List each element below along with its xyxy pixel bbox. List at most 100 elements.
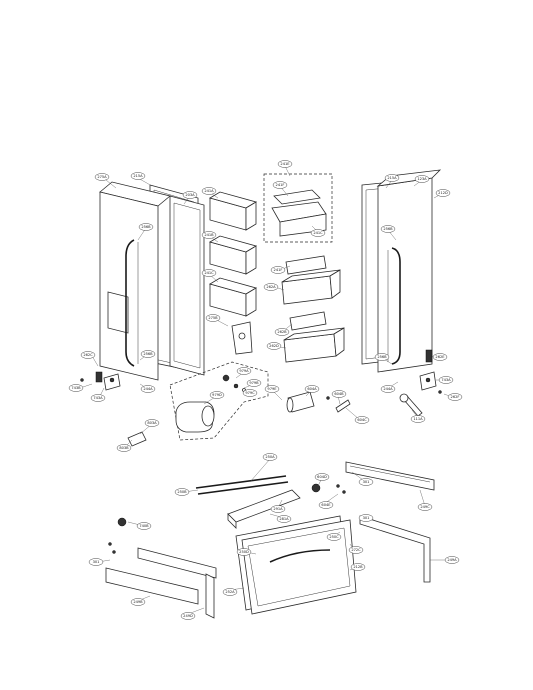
callout: 244A xyxy=(380,385,396,393)
callout: 241F xyxy=(270,266,286,274)
svg-text:215A: 215A xyxy=(133,174,143,178)
callout: 979B xyxy=(246,379,262,387)
callout: 604A xyxy=(304,385,320,393)
drawer-top-rail xyxy=(195,475,287,489)
svg-text:262C: 262C xyxy=(83,353,93,357)
callout: 803A xyxy=(144,419,160,427)
left-door-assembly xyxy=(95,181,205,391)
left-door-panel xyxy=(99,191,159,381)
svg-text:249C: 249C xyxy=(420,505,430,509)
svg-text:250A: 250A xyxy=(265,455,275,459)
callout: 241C xyxy=(201,269,217,277)
callout: 250B xyxy=(174,488,190,496)
callout: 256B xyxy=(380,225,396,233)
left-knob xyxy=(117,517,127,527)
svg-text:743A: 743A xyxy=(93,396,103,400)
svg-text:256B: 256B xyxy=(383,227,393,231)
svg-text:249A: 249A xyxy=(447,558,457,562)
svg-text:275A: 275A xyxy=(97,175,107,179)
svg-text:803B: 803B xyxy=(119,446,129,450)
filter-screw xyxy=(326,396,330,400)
callout: 262A xyxy=(263,283,279,291)
svg-text:256B: 256B xyxy=(377,355,387,359)
filter-small-part xyxy=(335,399,351,413)
callout: 249D xyxy=(180,612,196,620)
callout: 212B xyxy=(350,563,366,571)
svg-text:262A: 262A xyxy=(266,285,276,289)
left-door-liner-edge xyxy=(173,202,201,369)
svg-text:256B: 256B xyxy=(141,225,151,229)
callout: 272C xyxy=(348,546,364,554)
right-bins xyxy=(281,255,345,363)
svg-text:215A: 215A xyxy=(387,176,397,180)
callout: 241E xyxy=(277,160,293,168)
callout: 252A xyxy=(222,588,238,596)
right-door-panel xyxy=(377,177,433,373)
svg-text:244A: 244A xyxy=(143,387,153,391)
lower-screw-2 xyxy=(112,550,116,554)
door-bin-3-side xyxy=(245,287,257,317)
callout-bubbles: 275A 215A 203A 256B 256B 244A 262C 743B … xyxy=(68,160,463,620)
svg-text:203A: 203A xyxy=(185,193,195,197)
callout: 803B xyxy=(116,444,132,452)
callout: 740B xyxy=(136,522,152,530)
door-bin-1-side xyxy=(245,201,257,231)
callout: 743A xyxy=(90,394,106,402)
svg-text:241B: 241B xyxy=(204,233,214,237)
right-bin-1-top xyxy=(285,255,327,275)
svg-text:262B: 262B xyxy=(277,330,287,334)
callout: 281A xyxy=(276,515,292,523)
left-hinge-pin xyxy=(109,377,115,383)
hinge-wrench-head xyxy=(399,393,409,403)
callout: 301 xyxy=(358,478,374,486)
callout: 256B xyxy=(374,353,390,361)
svg-text:743A: 743A xyxy=(441,378,451,382)
right-slide-rail xyxy=(345,461,435,491)
callout: 979A xyxy=(236,367,252,375)
callout: 244A xyxy=(140,385,156,393)
right-door-assembly xyxy=(361,169,442,417)
svg-text:604A: 604A xyxy=(307,387,317,391)
svg-text:740B: 740B xyxy=(139,524,149,528)
callout: 215A xyxy=(384,174,400,182)
right-bin-2-side xyxy=(329,269,341,299)
door-bins-stack xyxy=(208,191,258,355)
callout: 743A xyxy=(438,376,454,384)
svg-text:281A: 281A xyxy=(279,517,289,521)
left-door-liner xyxy=(169,195,205,376)
svg-text:241C: 241C xyxy=(204,271,214,275)
left-lower-small-parts xyxy=(80,378,147,447)
svg-text:979C: 979C xyxy=(245,391,255,395)
svg-text:604D: 604D xyxy=(317,475,327,479)
svg-text:275B: 275B xyxy=(208,316,218,320)
dispenser-motor-cap xyxy=(201,405,215,427)
svg-text:979D: 979D xyxy=(212,393,222,397)
dairy-bin-lid xyxy=(273,189,321,205)
left-lower-rail xyxy=(105,567,199,605)
upper-screw-1 xyxy=(336,484,340,488)
right-hinge-pin xyxy=(425,377,431,383)
callout: 979E xyxy=(264,385,280,393)
svg-text:262F: 262F xyxy=(451,395,460,399)
callout: 301 xyxy=(358,514,374,522)
callout: 249C xyxy=(417,503,433,511)
dispenser-dashed-outline xyxy=(169,361,269,441)
upper-screw-2 xyxy=(342,490,346,494)
svg-text:604B: 604B xyxy=(334,392,344,396)
dispenser-gear xyxy=(222,374,230,382)
callout: 249B xyxy=(130,598,146,606)
callout: 241C xyxy=(310,229,326,237)
svg-text:256B: 256B xyxy=(143,352,153,356)
svg-text:604C: 604C xyxy=(357,418,367,422)
drawer-trim-end xyxy=(227,513,237,529)
svg-text:250D: 250D xyxy=(239,550,249,554)
svg-text:252A: 252A xyxy=(225,590,235,594)
svg-text:803A: 803A xyxy=(147,421,157,425)
callout: 212D xyxy=(435,189,451,197)
left-small-screw xyxy=(80,378,84,382)
drawer-handle xyxy=(269,549,331,563)
right-drawer-bracket xyxy=(359,515,431,583)
callout: 203A xyxy=(182,191,198,199)
left-small-lever xyxy=(127,431,147,447)
left-rail-bracket xyxy=(205,573,215,619)
